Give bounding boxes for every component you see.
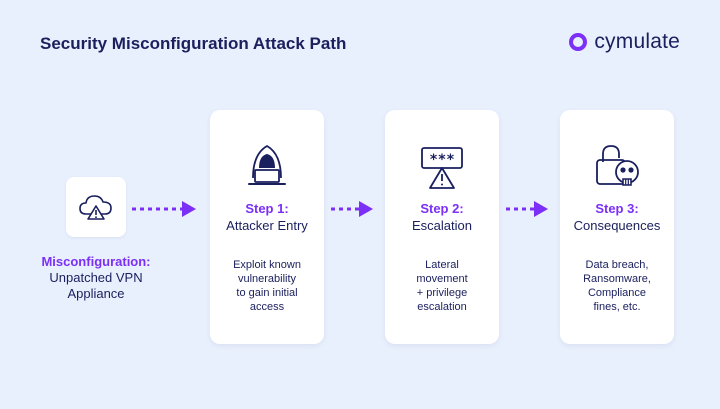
step-card-3: Step 3: Consequences Data breach, Ransom…: [560, 110, 674, 344]
step-3-desc-line: Data breach,: [585, 259, 649, 271]
misconfiguration-node: [66, 177, 126, 237]
password-warning-icon: ***: [421, 147, 463, 189]
step-1-desc-line: Exploit known: [233, 259, 301, 271]
step-2-title: Step 2:: [420, 201, 464, 216]
step-3-desc-line: fines, etc.: [593, 301, 641, 313]
hacker-laptop-icon: [248, 145, 286, 185]
lock-skull-icon: [596, 145, 639, 186]
misconfiguration-highlight: Misconfiguration:: [41, 254, 151, 269]
step-1-description: Exploit known vulnerability to gain init…: [218, 258, 316, 314]
step-2-description: Lateral movement + privilege escalation: [393, 258, 491, 314]
misconfiguration-detail-line2: Appliance: [67, 286, 125, 301]
misconfiguration-detail-line1: Unpatched VPN: [49, 270, 143, 285]
step-2-subtitle: Escalation: [412, 218, 472, 233]
password-mask-text: ***: [429, 152, 454, 168]
step-1-desc-line: to gain initial: [236, 287, 298, 299]
step-1-desc-line: vulnerability: [237, 273, 297, 285]
brand-name: cymulate: [594, 30, 680, 53]
step-2-desc-line: Lateral: [425, 259, 459, 271]
misconfiguration-label: Misconfiguration: Unpatched VPN Applianc…: [20, 254, 172, 302]
step-3-description: Data breach, Ransomware, Compliance fine…: [568, 258, 666, 314]
step-2-desc-line: escalation: [417, 301, 467, 313]
step-1-subtitle: Attacker Entry: [226, 218, 308, 233]
cymulate-logo-icon: [569, 33, 588, 51]
diagram-title: Security Misconfiguration Attack Path: [40, 34, 347, 53]
step-2-desc-line: movement: [416, 273, 468, 285]
step-card-1: Step 1: Attacker Entry Exploit known vul…: [210, 110, 324, 344]
brand-logo: cymulate: [568, 30, 680, 54]
step-3-desc-line: Compliance: [587, 287, 647, 299]
step-1-title: Step 1:: [245, 201, 289, 216]
step-2-desc-line: + privilege: [416, 287, 468, 299]
cloud-warning-icon: [79, 195, 112, 220]
step-card-2: *** Step 2: Escalation Lateral movement …: [385, 110, 499, 344]
step-3-desc-line: Ransomware,: [583, 273, 651, 285]
step-3-title: Step 3:: [595, 201, 639, 216]
flow-arrow-1: [132, 201, 196, 217]
step-3-subtitle: Consequences: [573, 218, 661, 233]
flow-arrow-3: [506, 201, 548, 217]
step-1-desc-line: access: [249, 301, 285, 313]
flow-arrow-2: [331, 201, 373, 217]
